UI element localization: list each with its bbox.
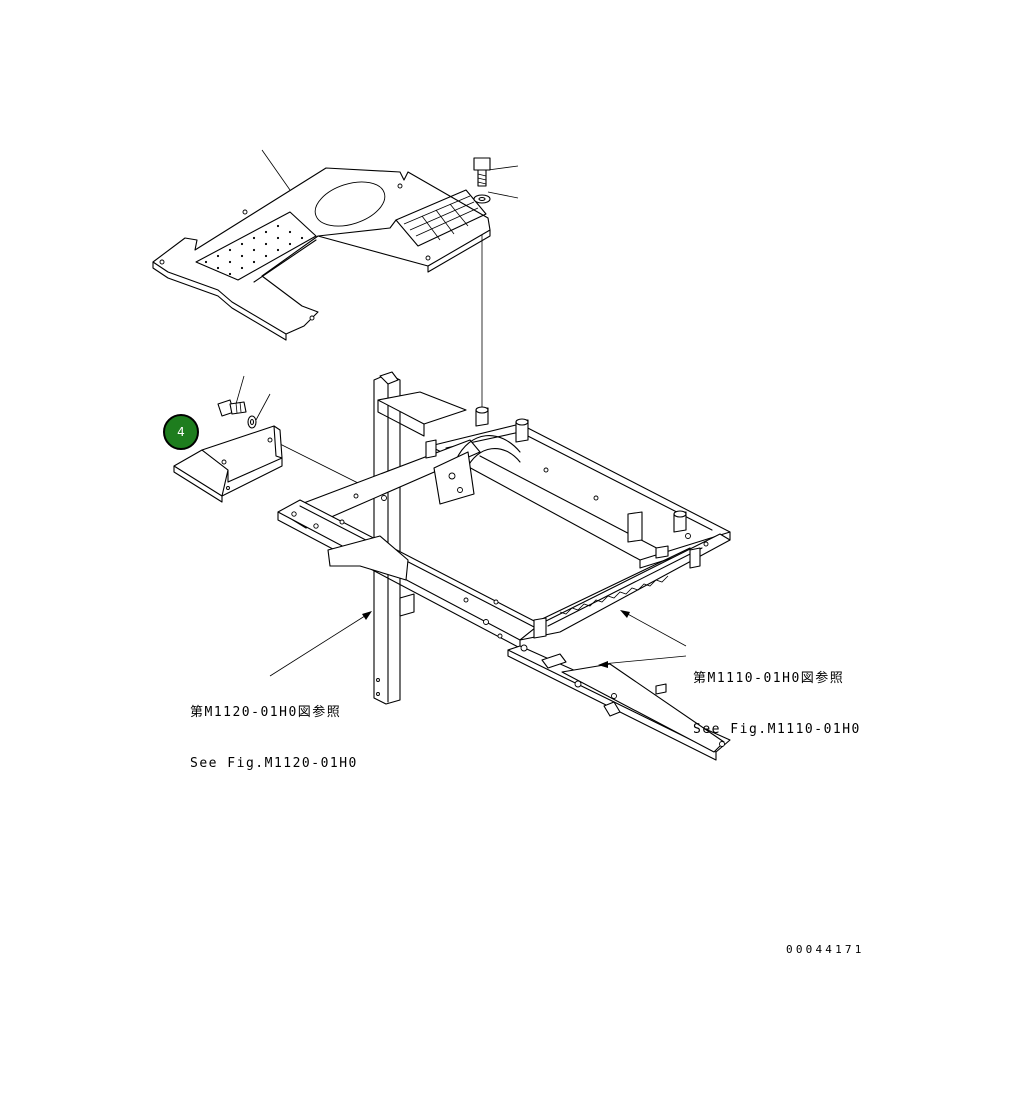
callout-arrows <box>269 610 687 677</box>
reference-callout-left-line2: See Fig.M1120-01H0 <box>190 756 358 771</box>
drawing-number: 00044171 <box>786 943 865 956</box>
main-frame <box>277 406 731 761</box>
reference-callout-right: 第M1110-01H0図参照 See Fig.M1110-01H0 <box>693 636 861 755</box>
cover-bolt <box>217 399 257 429</box>
reference-callout-right-line1: 第M1110-01H0図参照 <box>693 671 845 686</box>
top-bolt <box>473 157 491 204</box>
reference-callout-left: 第M1120-01H0図参照 See Fig.M1120-01H0 <box>190 670 358 789</box>
reference-callout-right-line2: See Fig.M1110-01H0 <box>693 722 861 737</box>
item-number-label: 4 <box>177 425 185 439</box>
side-cover <box>173 425 283 503</box>
item-number-badge: 4 <box>163 414 199 450</box>
vertical-post <box>373 371 467 705</box>
reference-callout-left-line1: 第M1120-01H0図参照 <box>190 705 342 720</box>
top-floor-plate <box>152 167 491 341</box>
